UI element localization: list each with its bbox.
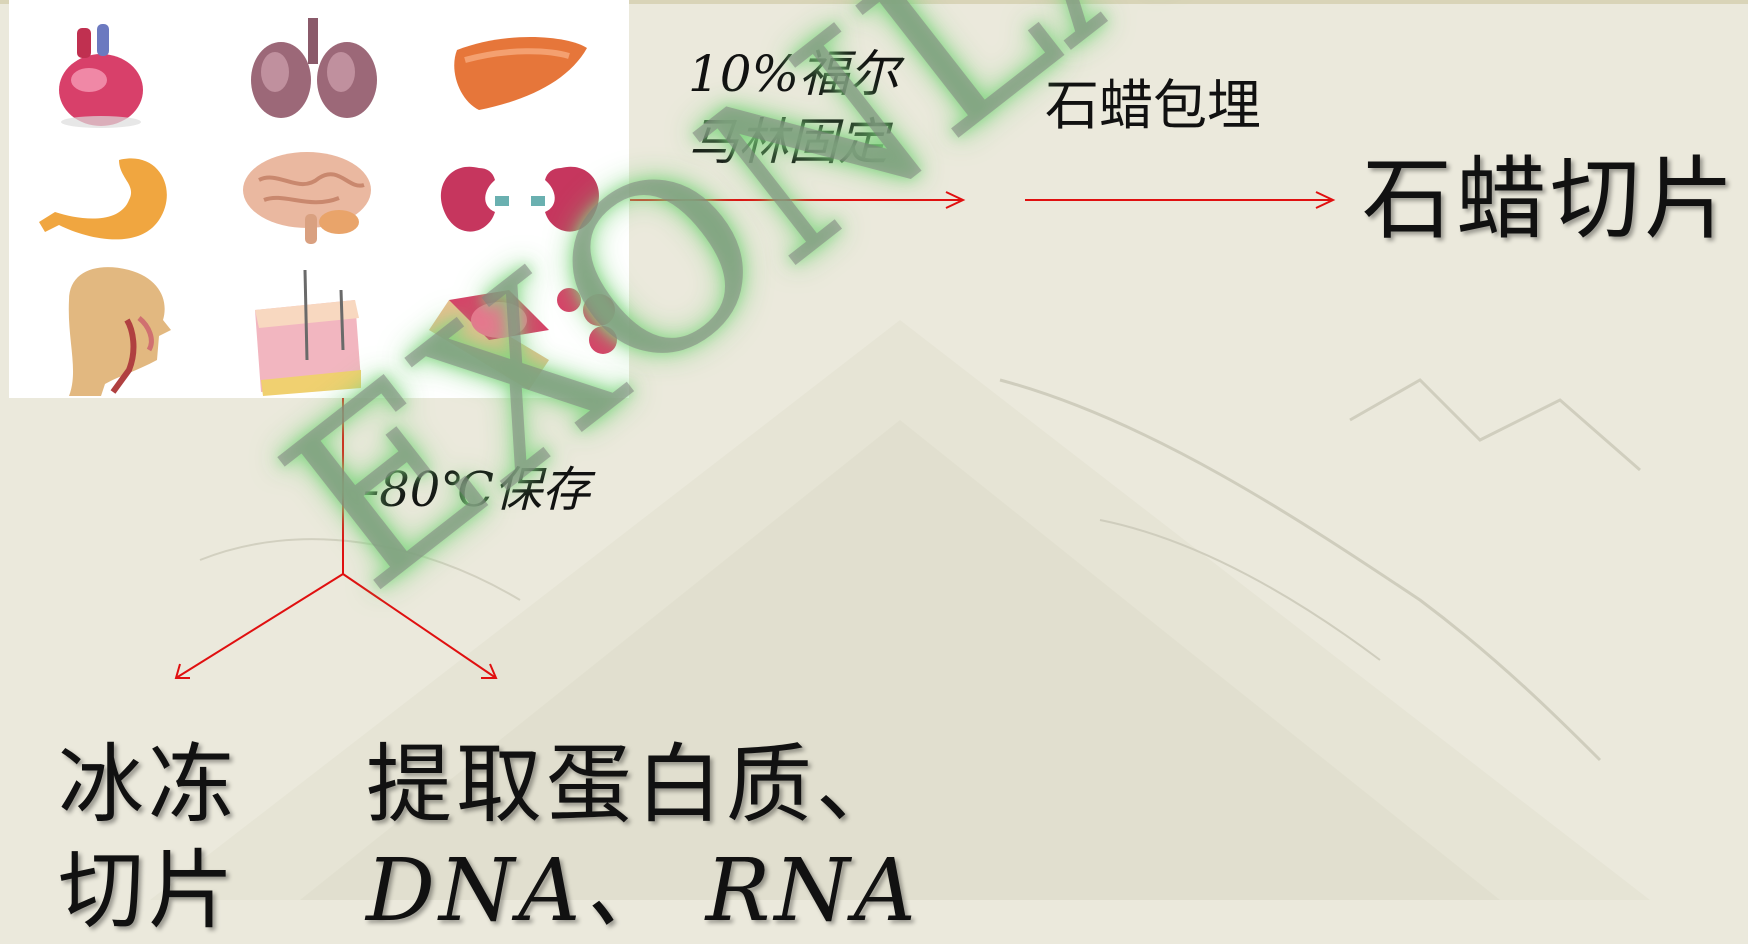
frozen-line-1: 冰冻 xyxy=(58,735,238,835)
frozen-line-2: 切片 xyxy=(58,841,238,941)
organ-illustrations-panel xyxy=(9,0,629,398)
liver-icon xyxy=(454,36,587,110)
formalin-fixation-label: 10%福尔 马林固定 xyxy=(688,40,899,176)
arrow-to-frozen-section xyxy=(175,573,344,679)
storage-label: -80℃保存 xyxy=(363,462,590,518)
arrow-to-extraction xyxy=(342,573,497,679)
blood-vessel-icon xyxy=(429,288,617,390)
head-cross-section-icon xyxy=(68,267,171,396)
extract-line-2: DNA、 RNA xyxy=(366,841,920,941)
heart-icon xyxy=(59,24,143,128)
paraffin-embedding-label: 石蜡包埋 xyxy=(1045,74,1261,137)
brain-icon xyxy=(243,152,371,244)
arrow-head-fixation xyxy=(945,191,966,209)
frozen-section-label: 冰冻 切片 xyxy=(58,732,238,944)
fixation-line-1: 10%福尔 xyxy=(688,45,900,103)
extract-line-1: 提取蛋白质、 xyxy=(366,735,906,835)
skin-section-icon xyxy=(255,269,361,396)
kidneys-icon xyxy=(440,166,600,232)
stomach-icon xyxy=(39,158,167,240)
arrow-head-frozen-section xyxy=(174,663,190,679)
extraction-label: 提取蛋白质、 DNA、 RNA xyxy=(366,732,920,944)
fixation-line-2: 马林固定 xyxy=(688,113,888,171)
arrow-head-extraction xyxy=(481,663,498,679)
top-border xyxy=(0,0,1748,4)
lungs-icon xyxy=(251,18,377,118)
paraffin-section-label: 石蜡切片 xyxy=(1362,147,1738,252)
arrow-head-paraffin-section xyxy=(1315,191,1336,209)
